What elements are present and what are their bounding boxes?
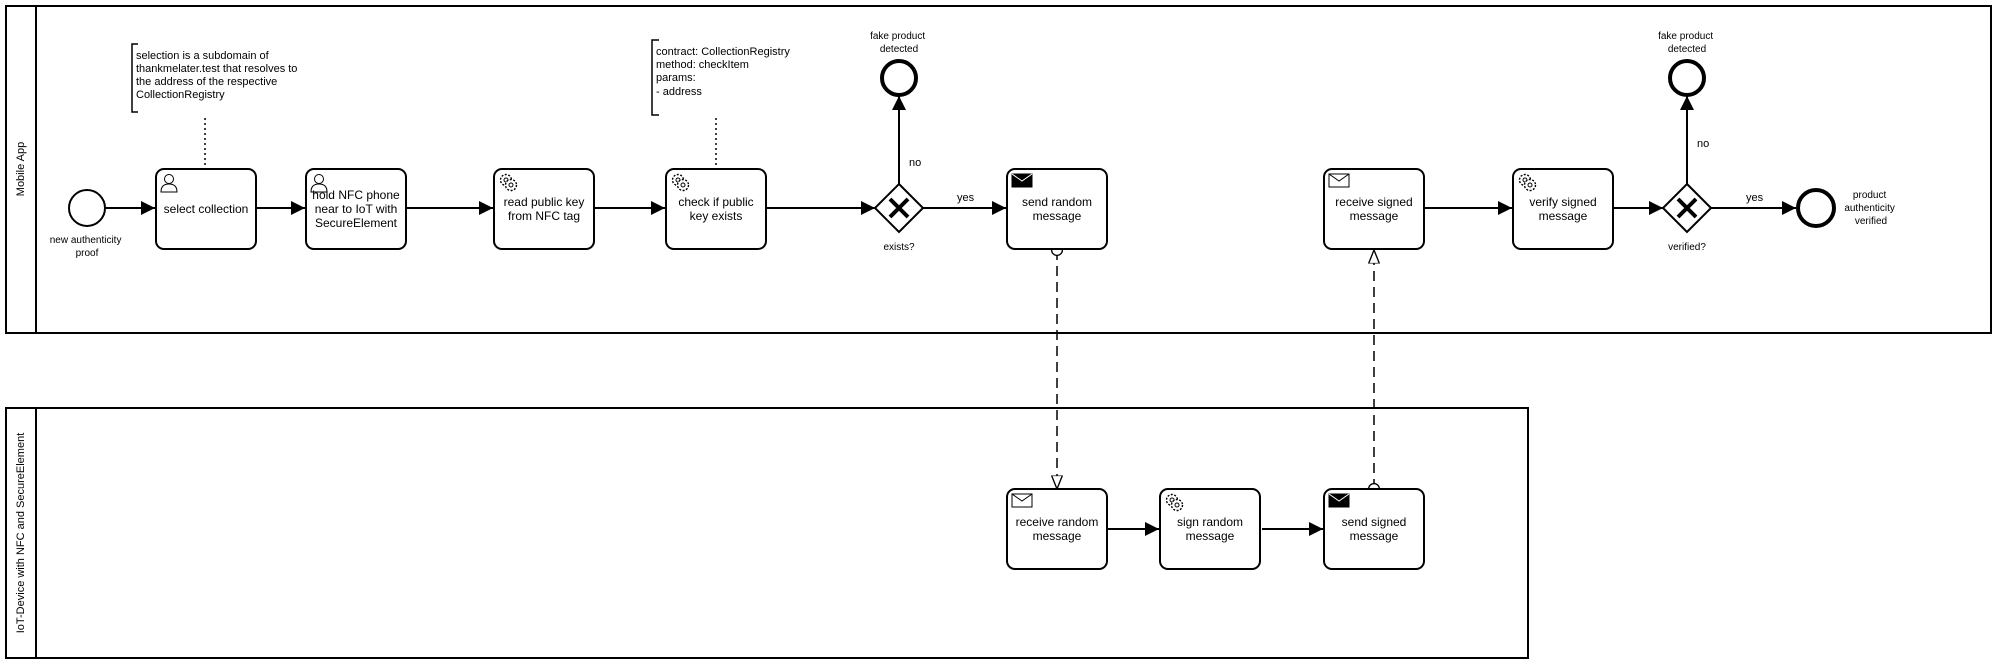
filled-envelope-icon — [1011, 173, 1033, 188]
task-receive-signed-label: message — [1350, 209, 1399, 223]
filled-envelope-icon — [1328, 493, 1350, 508]
gateway-exists[interactable]: exists? — [873, 182, 925, 253]
annotation-contract-line-4: - address — [656, 86, 702, 98]
fake-product-2-label-line-2: detected — [1668, 44, 1706, 55]
task-receive-random-label: receive random — [1016, 515, 1099, 529]
task-read-key-label: read public key — [504, 195, 585, 209]
svg-text:fake product detected: fake product detected — [870, 31, 928, 55]
annotation-selection-line-4: CollectionRegistry — [136, 89, 225, 101]
task-verify-signed-label: verify signed — [1529, 195, 1596, 209]
user-icon — [160, 174, 178, 193]
svg-text:fake product detected: fake product detected — [1658, 31, 1716, 55]
task-check-key-label: key exists — [690, 209, 743, 223]
gear-icon — [499, 173, 518, 192]
gear-icon — [1518, 173, 1537, 192]
message-flows — [1057, 250, 1374, 489]
task-hold-nfc-label: SecureElement — [315, 216, 398, 230]
end-event-fake-product-2[interactable]: fake product detected — [1658, 31, 1716, 97]
annotation-selection-line-1: selection is a subdomain of — [136, 50, 270, 62]
task-sign-random-label: message — [1186, 529, 1235, 543]
svg-text:product authenticity: product authenticity verified — [1844, 190, 1897, 227]
end-event-label-line-2: authenticity — [1844, 203, 1895, 214]
gateway-x-icon — [888, 197, 910, 219]
annotation-contract[interactable]: contract: CollectionRegistry method: che… — [651, 39, 793, 165]
annotation-selection-line-3: the address of the respective — [136, 76, 277, 88]
task-verify-signed-label: message — [1539, 209, 1588, 223]
end-event-fake-product-1[interactable]: fake product detected — [870, 31, 928, 97]
task-receive-random-label: message — [1033, 529, 1082, 543]
end-event-label-line-3: verified — [1855, 216, 1887, 227]
svg-text:selection is a subdomain of: selection is a subdomain of thankmelater… — [136, 50, 300, 101]
flow-label-yes-2: yes — [1746, 192, 1764, 204]
task-hold-nfc-label: hold NFC phone — [312, 188, 400, 202]
fake-product-1-label-line-1: fake product — [870, 31, 925, 42]
annotation-selection[interactable]: selection is a subdomain of thankmelater… — [131, 43, 300, 165]
end-event-label-line-1: product — [1853, 190, 1887, 201]
flow-label-no-2: no — [1697, 138, 1709, 150]
gear-icon — [671, 173, 690, 192]
gateway-x-icon — [1676, 197, 1698, 219]
task-check-key-label: check if public — [678, 195, 753, 209]
sequence-flows — [106, 96, 1796, 536]
annotation-contract-line-2: method: checkItem — [656, 59, 749, 71]
end-event-product-verified[interactable]: product authenticity verified — [1796, 188, 1898, 228]
task-send-random-label: message — [1033, 209, 1082, 223]
annotation-selection-line-2: thankmelater.test that resolves to — [136, 63, 297, 75]
task-send-signed-label: send signed — [1342, 515, 1407, 529]
flow-label-no-1: no — [909, 157, 921, 169]
pool-mobile-app[interactable]: Mobile App — [5, 5, 1992, 334]
pool-mobile-app-label: Mobile App — [15, 142, 27, 196]
svg-text:contract: CollectionRegistry: contract: CollectionRegistry method: che… — [656, 46, 793, 98]
task-read-key-label: from NFC tag — [508, 209, 580, 223]
pool-iot-device[interactable]: IoT-Device with NFC and SecureElement — [5, 407, 1529, 659]
annotation-contract-line-3: params: — [656, 72, 696, 84]
task-hold-nfc-label: near to IoT with — [315, 202, 398, 216]
task-send-signed-label: message — [1350, 529, 1399, 543]
pool-iot-device-label: IoT-Device with NFC and SecureElement — [15, 433, 27, 634]
gateway-verified[interactable]: verified? — [1661, 182, 1713, 253]
task-select-collection[interactable]: select collection — [155, 168, 257, 250]
fake-product-2-label-line-1: fake product — [1658, 31, 1713, 42]
task-send-random-label: send random — [1022, 195, 1092, 209]
user-icon — [310, 174, 328, 193]
gateway-exists-label: exists? — [883, 242, 915, 253]
fake-product-1-label-line-2: detected — [880, 44, 918, 55]
task-sign-random-label: sign random — [1177, 515, 1243, 529]
start-event[interactable]: new authenticity proof — [50, 189, 125, 259]
envelope-icon — [1328, 173, 1350, 188]
gateway-verified-label: verified? — [1668, 242, 1706, 253]
task-select-collection-label: select collection — [164, 202, 249, 216]
start-event-label-line-2: proof — [76, 248, 99, 259]
flow-label-yes-1: yes — [957, 192, 975, 204]
start-event-label-line-1: new authenticity — [50, 235, 122, 246]
gear-icon — [1165, 493, 1184, 512]
envelope-icon — [1011, 493, 1033, 508]
task-receive-signed-label: receive signed — [1335, 195, 1412, 209]
annotation-contract-line-1: contract: CollectionRegistry — [656, 46, 790, 58]
svg-text:new authenticity proof: new authenticity proof — [50, 235, 125, 259]
